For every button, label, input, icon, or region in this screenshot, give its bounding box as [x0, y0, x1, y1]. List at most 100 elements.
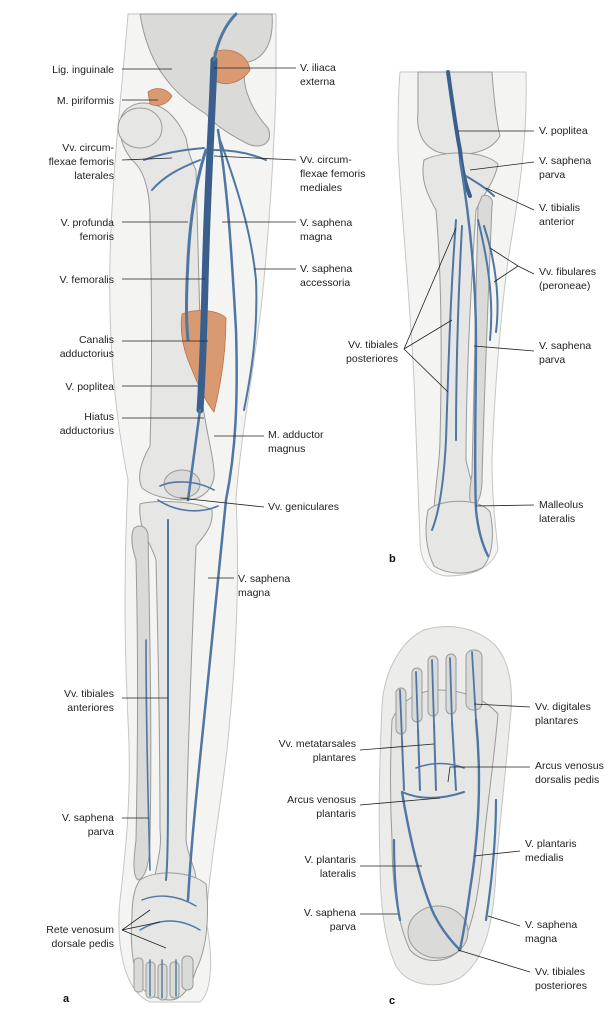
v-plantaris-medialis: [458, 718, 481, 952]
label-b-vv-fib-1: Vv. fibulares: [539, 266, 596, 278]
v-femoralis-main: [196, 56, 218, 414]
toe-a-1: [133, 957, 144, 993]
leader-c-v-plant-med: [473, 850, 521, 857]
label-c-arcus-plant-2: plantaris: [316, 808, 356, 820]
label-c-v-saph-magna-1: V. saphena: [525, 919, 577, 931]
panel-c-illustration: [378, 626, 512, 986]
labels-a-right: V. iliaca externa Vv. circum- flexae fem…: [238, 62, 365, 599]
v-saphena-parva-b: [458, 158, 490, 558]
leader-b-v-saph-parva: [469, 161, 535, 171]
label-v-saph-magna-low-2: magna: [238, 587, 270, 599]
panel-letter-b: b: [389, 553, 396, 565]
label-v-poplitea: V. poplitea: [65, 381, 114, 393]
v-saphena-magna-c: [484, 798, 498, 922]
leader-rete: [121, 909, 167, 949]
patella: [163, 469, 201, 499]
label-v-saph-magna-1: V. saphena: [300, 217, 352, 229]
v-poplitea-b: [446, 70, 472, 198]
label-canalis-1: Canalis: [79, 334, 114, 346]
label-lig-inguinale: Lig. inguinale: [52, 64, 114, 76]
label-vv-circum-lat-3: laterales: [74, 170, 114, 182]
label-b-v-saph-parva-low-1: V. saphena: [539, 340, 591, 352]
leader-c-vv-tib-post: [457, 949, 531, 973]
label-v-saph-acc-1: V. saphena: [300, 263, 352, 275]
label-b-vv-tib-post-2: posteriores: [346, 353, 398, 365]
toes-a: [133, 955, 194, 1001]
label-b-v-poplitea: V. poplitea: [539, 125, 588, 137]
veins-b: [431, 70, 499, 558]
label-vv-circum-med-3: mediales: [300, 182, 342, 194]
label-b-vv-tib-post-1: Vv. tibiales: [348, 339, 398, 351]
leaders-a: [121, 67, 297, 949]
calcaneus-c: [407, 905, 469, 959]
leaders-b: [403, 130, 535, 507]
label-c-arcus-plant-1: Arcus venosus: [287, 794, 356, 806]
label-b-malleolus-1: Malleolus: [539, 499, 583, 511]
labels-c: Vv. digitales plantares Vv. metatarsales…: [279, 701, 604, 992]
leader-b-vv-fib: [489, 247, 535, 283]
foot-c-bones: [390, 689, 499, 961]
label-v-profunda-1: V. profunda: [61, 217, 114, 229]
toe-a-5: [181, 955, 194, 991]
label-b-v-tib-ant-1: V. tibialis: [539, 202, 580, 214]
label-c-v-saph-magna-2: magna: [525, 933, 557, 945]
label-m-adductor-2: magnus: [268, 443, 305, 455]
label-c-v-saph-parva-1: V. saphena: [304, 907, 356, 919]
toe-a-4: [169, 961, 180, 999]
label-b-malleolus-2: lateralis: [539, 513, 575, 525]
label-c-v-plant-lat-1: V. plantaris: [304, 854, 356, 866]
iliac-muscle: [213, 49, 251, 84]
label-c-arcus-dors-1: Arcus venosus: [535, 760, 604, 772]
label-v-iliaca-2: externa: [300, 76, 335, 88]
label-vv-tib-ant-2: anteriores: [67, 702, 114, 714]
labels-a-left: Lig. inguinale M. piriformis Vv. circum-…: [46, 64, 114, 950]
label-canalis-2: adductorius: [60, 348, 114, 360]
v-saphena-parva-a: [145, 639, 151, 871]
label-m-adductor-1: M. adductor: [268, 429, 324, 441]
panel-a-illustration: [109, 12, 277, 1003]
leader-c-arcus-dors: [447, 766, 530, 783]
femur-bone: [119, 102, 215, 501]
label-c-vv-digit-1: Vv. digitales: [535, 701, 591, 713]
label-b-v-saph-parva-2: parva: [539, 169, 565, 181]
label-vv-circum-lat-1: Vv. circum-: [62, 142, 114, 154]
v-saphena-magna-thigh: [186, 128, 238, 902]
v-saphena-accessoria: [219, 139, 258, 411]
v-profunda-femoris: [185, 148, 208, 342]
label-vv-circum-lat-2: flexae femoris: [49, 156, 114, 168]
v-saphena-parva-c: [392, 838, 402, 922]
leader-vv-circum-med: [213, 155, 297, 161]
label-c-v-plant-lat-2: lateralis: [320, 868, 356, 880]
piriformis-muscle: [147, 88, 173, 106]
rete-venosum-dorsale: [139, 895, 201, 999]
label-rete-2: dorsale pedis: [52, 938, 114, 950]
label-c-vv-meta-1: Vv. metatarsales: [279, 738, 356, 750]
arcus-venosus-plantaris: [401, 791, 465, 799]
label-v-profunda-2: femoris: [80, 231, 114, 243]
label-m-piriformis: M. piriformis: [57, 95, 114, 107]
femoral-head: [117, 107, 163, 149]
vv-metatarsales-plantares: [401, 721, 457, 791]
veins-c: [392, 651, 498, 952]
vv-tibiales-anteriores: [165, 519, 169, 881]
label-v-iliaca-1: V. iliaca: [300, 62, 336, 74]
label-v-saph-parva-2: parva: [88, 826, 114, 838]
v-iliaca-externa: [212, 12, 238, 62]
label-hiatus-2: adductorius: [60, 425, 114, 437]
vv-geniculares: [157, 481, 219, 512]
label-c-vv-tib-post-2: posteriores: [535, 980, 587, 992]
leader-c-vv-digit: [473, 703, 531, 708]
label-v-saph-acc-2: accessoria: [300, 277, 350, 289]
panel-b-illustration: [397, 70, 527, 577]
leader-vv-genic: [179, 497, 265, 508]
vv-digitales-plantares: [399, 651, 477, 741]
leaders-c: [359, 703, 531, 973]
label-c-vv-digit-2: plantares: [535, 715, 578, 727]
v-tibialis-anterior-b: [465, 175, 495, 197]
v-poplitea-a: [186, 408, 202, 502]
label-vv-circum-med-2: flexae femoris: [300, 168, 365, 180]
label-c-vv-tib-post-1: Vv. tibiales: [535, 966, 585, 978]
label-c-v-plant-med-1: V. plantaris: [525, 838, 577, 850]
